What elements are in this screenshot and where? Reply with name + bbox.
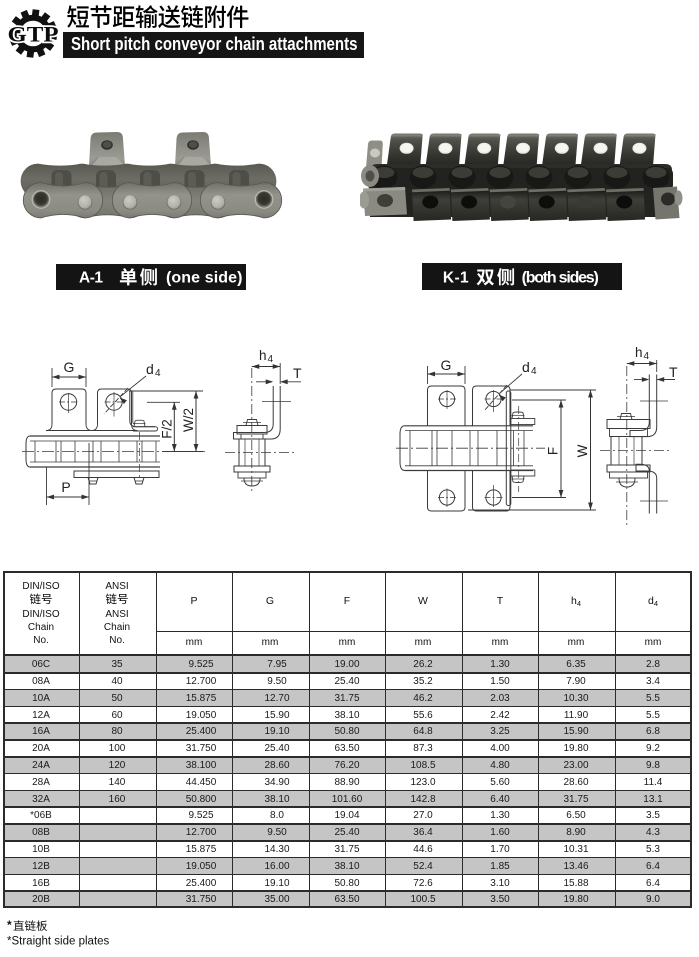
svg-text:F/2: F/2: [160, 419, 175, 439]
svg-text:4: 4: [644, 351, 650, 362]
svg-text:*: *: [7, 918, 12, 932]
svg-text:T: T: [669, 364, 678, 380]
svg-text:d: d: [522, 359, 530, 375]
svg-text:P: P: [61, 479, 70, 495]
svg-text:A-1: A-1: [79, 270, 103, 287]
svg-text:F: F: [546, 447, 561, 455]
svg-text:4: 4: [268, 354, 274, 365]
svg-text:G: G: [441, 357, 452, 373]
svg-text:4: 4: [531, 366, 537, 377]
svg-text:(one side): (one side): [166, 270, 243, 287]
svg-text:d: d: [146, 361, 154, 377]
svg-text:W/2: W/2: [181, 408, 196, 432]
svg-text:*Straight side plates: *Straight side plates: [7, 936, 110, 948]
svg-text:G: G: [64, 359, 75, 375]
svg-text:4: 4: [155, 368, 161, 379]
svg-text:h: h: [259, 348, 267, 363]
svg-text:GTP: GTP: [8, 22, 59, 47]
svg-text:(both sides): (both sides): [522, 270, 599, 287]
svg-text:K-1: K-1: [443, 270, 469, 287]
svg-text:h: h: [635, 345, 643, 360]
svg-text:W: W: [575, 444, 590, 457]
svg-text:T: T: [293, 365, 302, 381]
